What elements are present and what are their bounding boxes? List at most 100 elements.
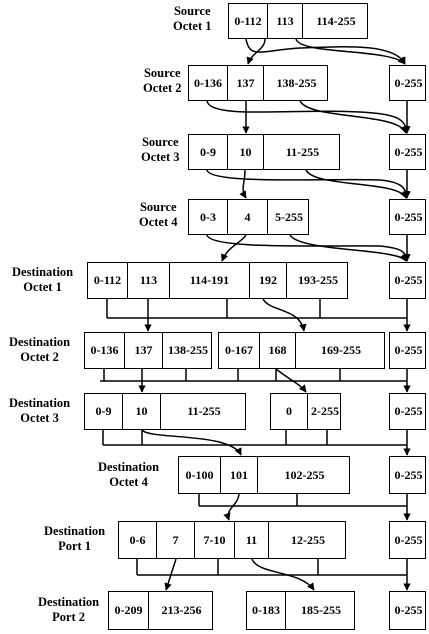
src4-label-line-2: Octet 4 bbox=[139, 215, 178, 229]
src3-label-line-2: Octet 3 bbox=[141, 150, 180, 164]
arrow-src4-4 bbox=[221, 234, 247, 262]
src2-cell-0-255: 0-255 bbox=[394, 75, 423, 90]
arrow-src3-0-9 bbox=[206, 169, 411, 199]
src4-label-line-1: Source bbox=[139, 200, 177, 214]
port1-group-2: 0-255 bbox=[389, 521, 426, 559]
arrow-port1-11 bbox=[251, 558, 315, 591]
dst3-group-3: 0-255 bbox=[389, 393, 426, 430]
port1-cell-7-10: 7-10 bbox=[195, 522, 235, 558]
arrow-dst3-10 bbox=[141, 429, 242, 456]
src2-cell-137: 137 bbox=[228, 66, 264, 100]
src2-label-line-1: Source bbox=[143, 66, 181, 80]
dst2-cell-0-136: 0-136 bbox=[85, 333, 125, 368]
dst3-label-line-2: Octet 3 bbox=[20, 411, 59, 425]
arrow-dst2-168 bbox=[275, 368, 307, 393]
port2-group-3: 0-255 bbox=[389, 591, 426, 630]
src1-cell-113: 113 bbox=[268, 4, 303, 38]
arrow-dst1-192 bbox=[262, 298, 307, 332]
port1-cell-11: 11 bbox=[235, 522, 269, 558]
dst3-label-line-1: Destination bbox=[9, 396, 71, 410]
dst1-cell-193-255: 193-255 bbox=[298, 273, 338, 287]
dst1-label-line-1: Destination bbox=[12, 265, 74, 279]
dst2-group-3: 0-255 bbox=[389, 332, 426, 369]
src3-cell-0-255: 0-255 bbox=[394, 144, 423, 159]
src2-cell-0-136: 0-136 bbox=[189, 66, 228, 100]
src4-cell-5-255: 5-255 bbox=[275, 209, 303, 224]
dst3-cell-11-255: 11-255 bbox=[187, 404, 221, 418]
dst4-cell-0-255: 0-255 bbox=[394, 467, 423, 482]
arrow-src1-113 bbox=[246, 38, 266, 65]
port1-cell-12-255: 12-255 bbox=[291, 532, 325, 547]
arrow-src4-5-255 bbox=[289, 234, 407, 262]
dst2-cell-137: 137 bbox=[125, 333, 163, 368]
arrow-dst4-101 bbox=[223, 493, 240, 521]
port1-cell-7: 7 bbox=[157, 522, 195, 558]
dst3-cell-0-255: 0-255 bbox=[394, 404, 423, 418]
src4-cell-0-3: 0-3 bbox=[189, 200, 228, 234]
dst2-label-line-2: Octet 2 bbox=[20, 350, 59, 364]
port2-cell-0-255: 0-255 bbox=[394, 603, 423, 617]
arrow-src4-0-3 bbox=[206, 234, 410, 262]
dst4-cell-102-255: 102-255 bbox=[284, 467, 325, 482]
port1-label-line-1: Destination bbox=[44, 524, 106, 538]
arrow-src3-10 bbox=[239, 169, 247, 199]
src2-label-line-2: Octet 2 bbox=[143, 81, 182, 95]
port2-label-line-1: Destination bbox=[38, 595, 100, 609]
dst1-cell-0-255: 0-255 bbox=[394, 273, 423, 287]
dst2-cell-138-255: 138-255 bbox=[168, 343, 208, 357]
bus-drops-dst2 bbox=[103, 369, 341, 381]
dst2-cell-0-255: 0-255 bbox=[394, 343, 423, 357]
src3-cell-0-9: 0-9 bbox=[189, 135, 228, 169]
src1-label-line-1: Source bbox=[173, 4, 211, 18]
bus-drops-port1 bbox=[136, 559, 319, 575]
dst4-group-2: 0-255 bbox=[389, 456, 426, 494]
dst4-label-line-2: Octet 4 bbox=[109, 475, 148, 489]
src4-cell-4: 4 bbox=[228, 200, 268, 234]
src1-cell-0-112: 0-112 bbox=[229, 4, 268, 38]
dst2-cell-0-167: 0-167 bbox=[219, 333, 260, 368]
src1-cell-114-255: 114-255 bbox=[316, 13, 356, 28]
port2-label-line-2: Port 2 bbox=[52, 610, 86, 624]
arrow-src1-114-255 bbox=[295, 38, 406, 65]
port2-cell-213-256: 213-256 bbox=[161, 603, 202, 617]
port1-label-line-2: Port 1 bbox=[58, 539, 92, 553]
dst4-label-line-1: Destination bbox=[98, 460, 160, 474]
arrow-src1-0-112 bbox=[245, 38, 406, 65]
port2-cell-185-255: 185-255 bbox=[301, 603, 341, 617]
dst2-cell-168: 168 bbox=[260, 333, 296, 368]
src2-group-2: 0-255 bbox=[389, 65, 426, 101]
dst3-cell-0: 0 bbox=[271, 394, 308, 429]
port1-cell-0-255: 0-255 bbox=[394, 532, 423, 547]
port1-cell-0-6: 0-6 bbox=[119, 522, 157, 558]
bus-drops-dst3 bbox=[102, 430, 328, 445]
dst4-cell-0-100: 0-100 bbox=[179, 457, 221, 493]
arrow-src3-11-255 bbox=[305, 169, 407, 199]
dst1-group-2: 0-255 bbox=[389, 262, 426, 299]
dst3-cell-2-255: 2-255 bbox=[311, 404, 339, 418]
dst1-cell-192: 192 bbox=[250, 263, 287, 298]
bus-drops-dst4 bbox=[198, 494, 298, 506]
dst3-cell-0-9: 0-9 bbox=[85, 394, 123, 429]
arrow-src2-138-255 bbox=[299, 100, 408, 134]
arrow-src2-0-136 bbox=[206, 100, 410, 134]
